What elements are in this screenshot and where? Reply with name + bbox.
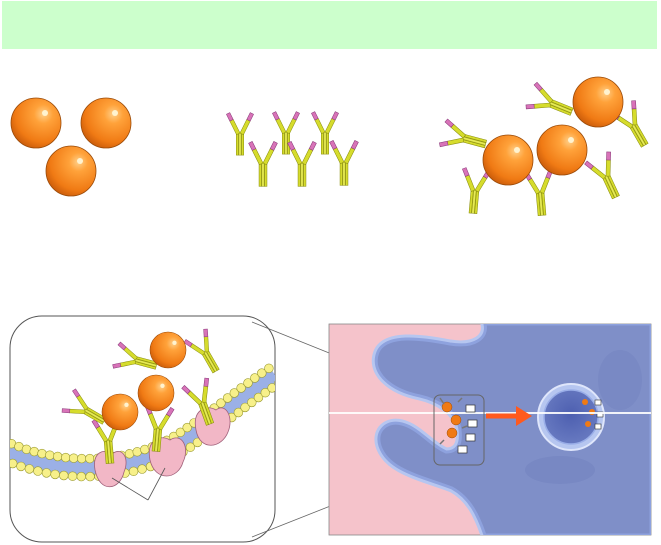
lipid-head xyxy=(236,383,246,393)
lipid-head xyxy=(137,464,147,474)
lipid-head xyxy=(24,464,35,474)
lipid-head xyxy=(29,446,39,457)
antigen-sphere-icon xyxy=(45,145,97,197)
lipid-head xyxy=(76,471,87,482)
lipid-head xyxy=(267,383,275,393)
antigen-sphere-icon xyxy=(101,393,139,431)
lipid-head xyxy=(76,453,87,464)
antigen-group xyxy=(10,97,132,197)
antibody-icon xyxy=(524,81,578,126)
lipid-head xyxy=(85,453,95,464)
lipid-head xyxy=(0,456,9,465)
lipid-head xyxy=(16,461,26,472)
zoom-box xyxy=(433,394,485,466)
immune-complex-icon xyxy=(438,76,658,217)
lipid-head xyxy=(60,452,71,463)
lipid-head xyxy=(274,378,275,388)
lipid-head xyxy=(185,442,196,452)
antibody-icon xyxy=(458,166,492,215)
lipid-head xyxy=(247,397,257,408)
lipid-head xyxy=(10,458,18,469)
header-bar xyxy=(2,1,657,49)
lipid-head xyxy=(182,422,192,433)
lipid-head xyxy=(240,402,250,413)
lipid-head xyxy=(67,471,78,481)
lipid-head xyxy=(59,470,69,481)
lipid-head xyxy=(253,392,264,403)
lipid-head xyxy=(85,471,95,482)
lipid-head xyxy=(128,466,139,476)
antigen-sphere-icon xyxy=(10,97,62,149)
lipid-head xyxy=(222,393,233,403)
lipid-head xyxy=(264,363,274,373)
antibody-icon xyxy=(329,140,359,186)
lipid-head xyxy=(175,427,186,437)
antigen-sphere-icon xyxy=(137,374,175,412)
lipid-head xyxy=(260,388,270,398)
lipid-head xyxy=(233,407,244,418)
lipid-head xyxy=(45,450,55,460)
lipid-head xyxy=(68,453,79,463)
lipid-head xyxy=(124,449,135,459)
receptor-binding-detail xyxy=(0,327,275,501)
antibody-group xyxy=(226,111,359,187)
endocytosis-cell-view xyxy=(328,323,652,536)
antigen-sphere-icon xyxy=(536,124,588,176)
antigen-sphere-icon xyxy=(482,134,534,186)
lipid-head xyxy=(52,451,63,462)
antibody-icon xyxy=(226,112,254,156)
lipid-head xyxy=(50,469,60,480)
arrow-head-icon xyxy=(516,406,532,426)
antibody-icon xyxy=(287,141,317,187)
antibody-icon xyxy=(272,111,300,155)
antibody-icon xyxy=(523,168,557,217)
antibody-icon xyxy=(248,141,278,187)
lipid-head xyxy=(229,388,240,398)
antibody-icon xyxy=(583,150,630,204)
lipid-head xyxy=(250,373,260,383)
lipid-head xyxy=(41,468,52,478)
lipid-head xyxy=(33,466,43,476)
antigen-sphere-icon xyxy=(149,331,187,369)
lipid-head xyxy=(243,378,253,388)
lipid-head xyxy=(37,448,47,459)
antigen-sphere-icon xyxy=(80,97,132,149)
lipid-head xyxy=(257,368,267,378)
detail-frame xyxy=(9,315,276,543)
antigen-sphere-icon xyxy=(572,76,624,128)
antibody-icon xyxy=(438,118,490,159)
